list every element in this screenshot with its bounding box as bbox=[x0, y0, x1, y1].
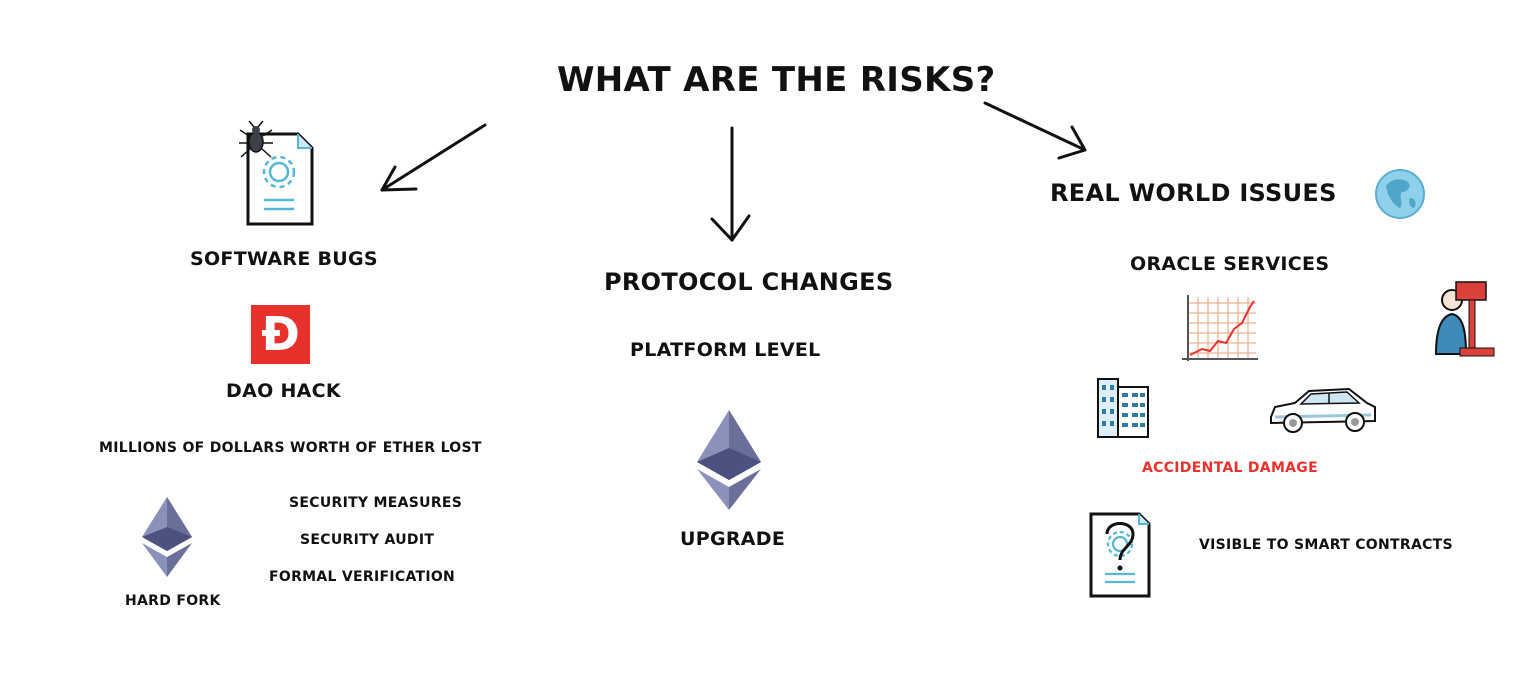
arrow-right bbox=[983, 101, 1087, 160]
bug-document-icon bbox=[239, 120, 314, 226]
oracle-services-label: ORACLE SERVICES bbox=[1130, 253, 1330, 275]
formal-verification-label: FORMAL VERIFICATION bbox=[269, 569, 456, 585]
security-audit-label: SECURITY AUDIT bbox=[300, 532, 435, 548]
protocol-changes-label: PROTOCOL CHANGES bbox=[604, 268, 894, 296]
chart-icon bbox=[1182, 295, 1258, 361]
bug-icon bbox=[239, 120, 273, 158]
dao-hack-label: DAO HACK bbox=[226, 380, 341, 402]
platform-level-label: PLATFORM LEVEL bbox=[630, 339, 821, 361]
car-icon bbox=[1270, 387, 1376, 433]
software-bugs-label: SOFTWARE BUGS bbox=[190, 248, 378, 270]
building-icon bbox=[1097, 378, 1149, 438]
ether-lost-note: MILLIONS OF DOLLARS WORTH OF ETHER LOST bbox=[99, 440, 482, 456]
ethereum-icon-left bbox=[142, 497, 192, 577]
page-title: WHAT ARE THE RISKS? bbox=[557, 60, 996, 100]
ethereum-icon-center bbox=[697, 410, 761, 510]
accidental-damage-label: ACCIDENTAL DAMAGE bbox=[1142, 460, 1318, 476]
real-world-issues-label: REAL WORLD ISSUES bbox=[1050, 179, 1337, 207]
hard-fork-label: HARD FORK bbox=[125, 593, 221, 609]
globe-icon bbox=[1375, 169, 1425, 219]
upgrade-label: UPGRADE bbox=[680, 528, 786, 550]
arrow-left bbox=[380, 123, 487, 192]
question-document-icon bbox=[1089, 512, 1151, 598]
judge-gavel-icon bbox=[1434, 281, 1495, 357]
dao-logo-glyph: Đ bbox=[261, 307, 300, 361]
visible-to-smart-contracts-label: VISIBLE TO SMART CONTRACTS bbox=[1199, 537, 1453, 553]
arrow-down bbox=[710, 126, 751, 242]
security-measures-label: SECURITY MEASURES bbox=[289, 495, 463, 511]
dao-logo-icon: Đ bbox=[251, 305, 310, 364]
